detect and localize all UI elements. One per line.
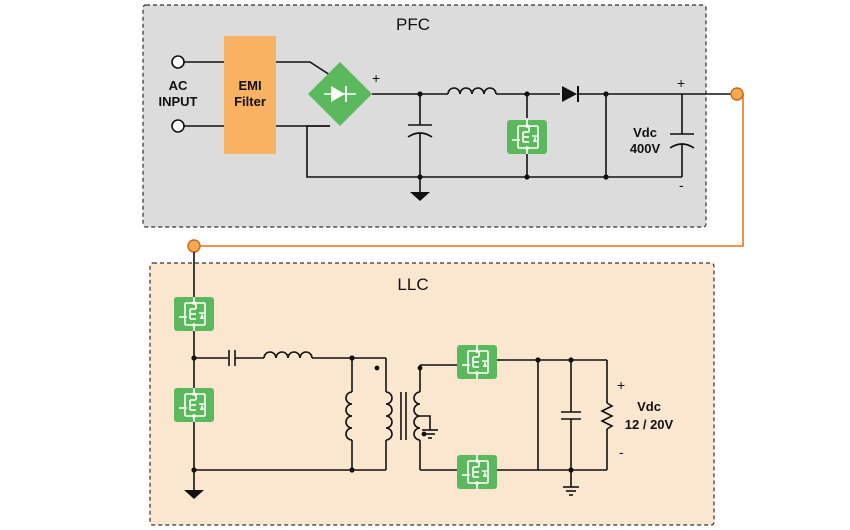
center-tap-polarity-dot	[421, 431, 427, 437]
llc-title: LLC	[397, 275, 428, 294]
ac-terminal-top	[171, 55, 185, 69]
pfc-title: PFC	[396, 15, 430, 34]
bridge-rectifier	[308, 62, 372, 126]
emi-filter-label-1: EMI	[238, 78, 261, 93]
primary-polarity-dot	[374, 365, 380, 371]
secondary-polarity-dot	[417, 365, 423, 371]
llc-magnetizing-inductor	[345, 391, 353, 441]
llc-vdc-label: Vdc	[637, 399, 661, 414]
llc-output-minus: -	[619, 444, 624, 460]
pfc-box	[142, 4, 707, 228]
pfc-output-minus: -	[679, 177, 684, 193]
pfc-output-plus: +	[677, 75, 685, 91]
ac-input-label-1: AC	[169, 78, 188, 93]
llc-sync-rectifier-top	[456, 344, 498, 380]
pfc-output-terminal	[730, 87, 744, 101]
pfc-vdc-value: 400V	[630, 141, 661, 156]
emi-filter-label-2: Filter	[234, 94, 266, 109]
llc-load-resistor	[600, 402, 614, 430]
llc-box	[149, 262, 715, 526]
transformer-primary	[385, 391, 393, 441]
llc-output-plus: +	[617, 377, 625, 393]
pfc-inductor	[447, 87, 497, 95]
pfc-ground-icon	[410, 192, 430, 201]
pfc-vdc-label: Vdc	[633, 125, 657, 140]
llc-primary-ground-icon	[184, 490, 204, 499]
ac-terminal-bottom	[171, 119, 185, 133]
llc-low-side-switch	[173, 387, 215, 423]
bridge-plus-sign: +	[372, 70, 380, 86]
pfc-boost-switch	[506, 119, 548, 155]
llc-input-terminal	[187, 239, 201, 253]
llc-high-side-switch	[173, 296, 215, 332]
ac-input-label-2: INPUT	[159, 94, 198, 109]
llc-vdc-value: 12 / 20V	[625, 417, 674, 432]
llc-sync-rectifier-bottom	[456, 454, 498, 490]
llc-resonant-inductor	[263, 351, 313, 359]
emi-filter-block	[224, 36, 276, 154]
